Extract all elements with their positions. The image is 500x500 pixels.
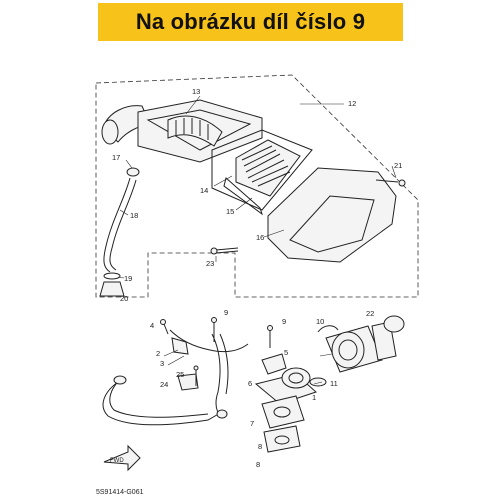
- callout-11: 11: [330, 379, 338, 388]
- callout-13: 13: [192, 87, 200, 96]
- callout-14: 14: [200, 186, 208, 195]
- callout-6: 6: [248, 379, 252, 388]
- callout-labels: 1 2 3 4 5 6 7 8 8 9 9 10 11 12 13 14 15 …: [112, 87, 402, 469]
- callout-18: 18: [130, 211, 138, 220]
- callout-20: 20: [120, 294, 128, 303]
- cable-and-hose-group: [102, 317, 249, 426]
- throttle-body-group: [254, 315, 405, 453]
- callout-7: 7: [250, 419, 254, 428]
- part-number-banner: Na obrázku díl číslo 9: [98, 3, 403, 41]
- callout-12: 12: [348, 99, 356, 108]
- diagram-code: 5S91414-G061: [96, 489, 144, 496]
- callout-22: 22: [366, 309, 374, 318]
- callout-24: 24: [160, 380, 168, 389]
- callout-16: 16: [256, 233, 264, 242]
- callout-10: 10: [316, 317, 324, 326]
- leader-lines: [117, 95, 397, 385]
- fwd-arrow-icon: FWD: [103, 444, 141, 472]
- callout-1: 1: [312, 393, 316, 402]
- callout-25: 25: [176, 370, 184, 379]
- callout-17: 17: [112, 153, 120, 162]
- callout-21: 21: [394, 161, 402, 170]
- callout-15: 15: [226, 207, 234, 216]
- callout-9a: 9: [224, 308, 228, 317]
- fwd-label: FWD: [110, 458, 124, 464]
- assembly-boundary: [95, 74, 419, 298]
- callout-23: 23: [206, 259, 214, 268]
- callout-3: 3: [160, 359, 164, 368]
- callout-19: 19: [124, 274, 132, 283]
- banner-text: Na obrázku díl číslo 9: [135, 9, 366, 34]
- callout-4: 4: [150, 321, 154, 330]
- air-filter-assembly: [99, 99, 406, 297]
- callout-8b: 8: [256, 460, 260, 469]
- callout-9b: 9: [282, 317, 286, 326]
- callout-2: 2: [156, 349, 160, 358]
- callout-5: 5: [284, 348, 288, 357]
- callout-8a: 8: [258, 442, 262, 451]
